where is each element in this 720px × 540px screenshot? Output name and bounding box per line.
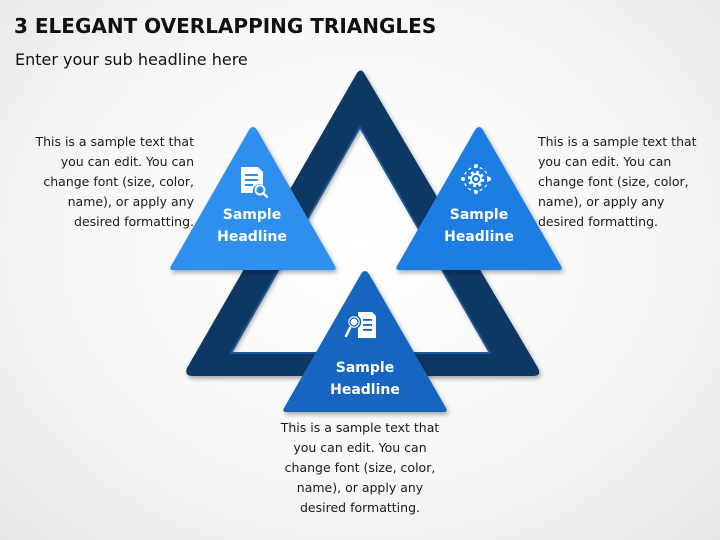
triangle-left: Sample Headline xyxy=(170,127,336,270)
bottom-description-line: name), or apply any xyxy=(296,480,424,495)
document-magnifier-icon xyxy=(344,312,376,338)
triangle-bottom-headline-line1: Sample xyxy=(336,360,394,376)
right-description: This is a sample text that you can edit.… xyxy=(538,132,697,232)
bottom-description-line: desired formatting. xyxy=(300,500,420,515)
triangle-left-headline-line1: Sample xyxy=(223,207,281,223)
gear-network-icon xyxy=(461,164,491,194)
triangle-bottom-shape xyxy=(283,271,447,412)
triangle-right: Sample Headline xyxy=(396,127,562,270)
right-description-line: you can edit. You can xyxy=(538,154,672,169)
right-description-line: change font (size, color, xyxy=(538,174,689,189)
bottom-description-line: you can edit. You can xyxy=(293,440,427,455)
bottom-description-line: This is a sample text that xyxy=(280,420,440,435)
left-description-line: you can edit. You can xyxy=(60,154,194,169)
triangle-left-headline-line2: Headline xyxy=(217,229,287,245)
right-description-line: name), or apply any xyxy=(538,194,665,209)
triangle-left-shape xyxy=(170,127,336,270)
page-title: 3 ELEGANT OVERLAPPING TRIANGLES xyxy=(14,14,437,38)
triangle-bottom-headline-line2: Headline xyxy=(330,382,400,398)
left-description-line: desired formatting. xyxy=(74,214,194,229)
triangle-bottom: Sample Headline xyxy=(283,271,447,412)
right-description-line: This is a sample text that xyxy=(538,134,697,149)
left-description: This is a sample text that you can edit.… xyxy=(35,132,194,232)
right-description-line: desired formatting. xyxy=(538,214,658,229)
left-description-line: change font (size, color, xyxy=(43,174,194,189)
triangle-right-shape xyxy=(396,127,562,270)
left-description-line: This is a sample text that xyxy=(35,134,194,149)
page-subtitle: Enter your sub headline here xyxy=(15,50,248,69)
triangle-right-headline-line2: Headline xyxy=(444,229,514,245)
bottom-description: This is a sample text that you can edit.… xyxy=(270,418,450,518)
document-search-icon xyxy=(241,167,269,199)
left-description-line: name), or apply any xyxy=(67,194,194,209)
triangle-right-headline-line1: Sample xyxy=(450,207,508,223)
bottom-description-line: change font (size, color, xyxy=(284,460,436,475)
